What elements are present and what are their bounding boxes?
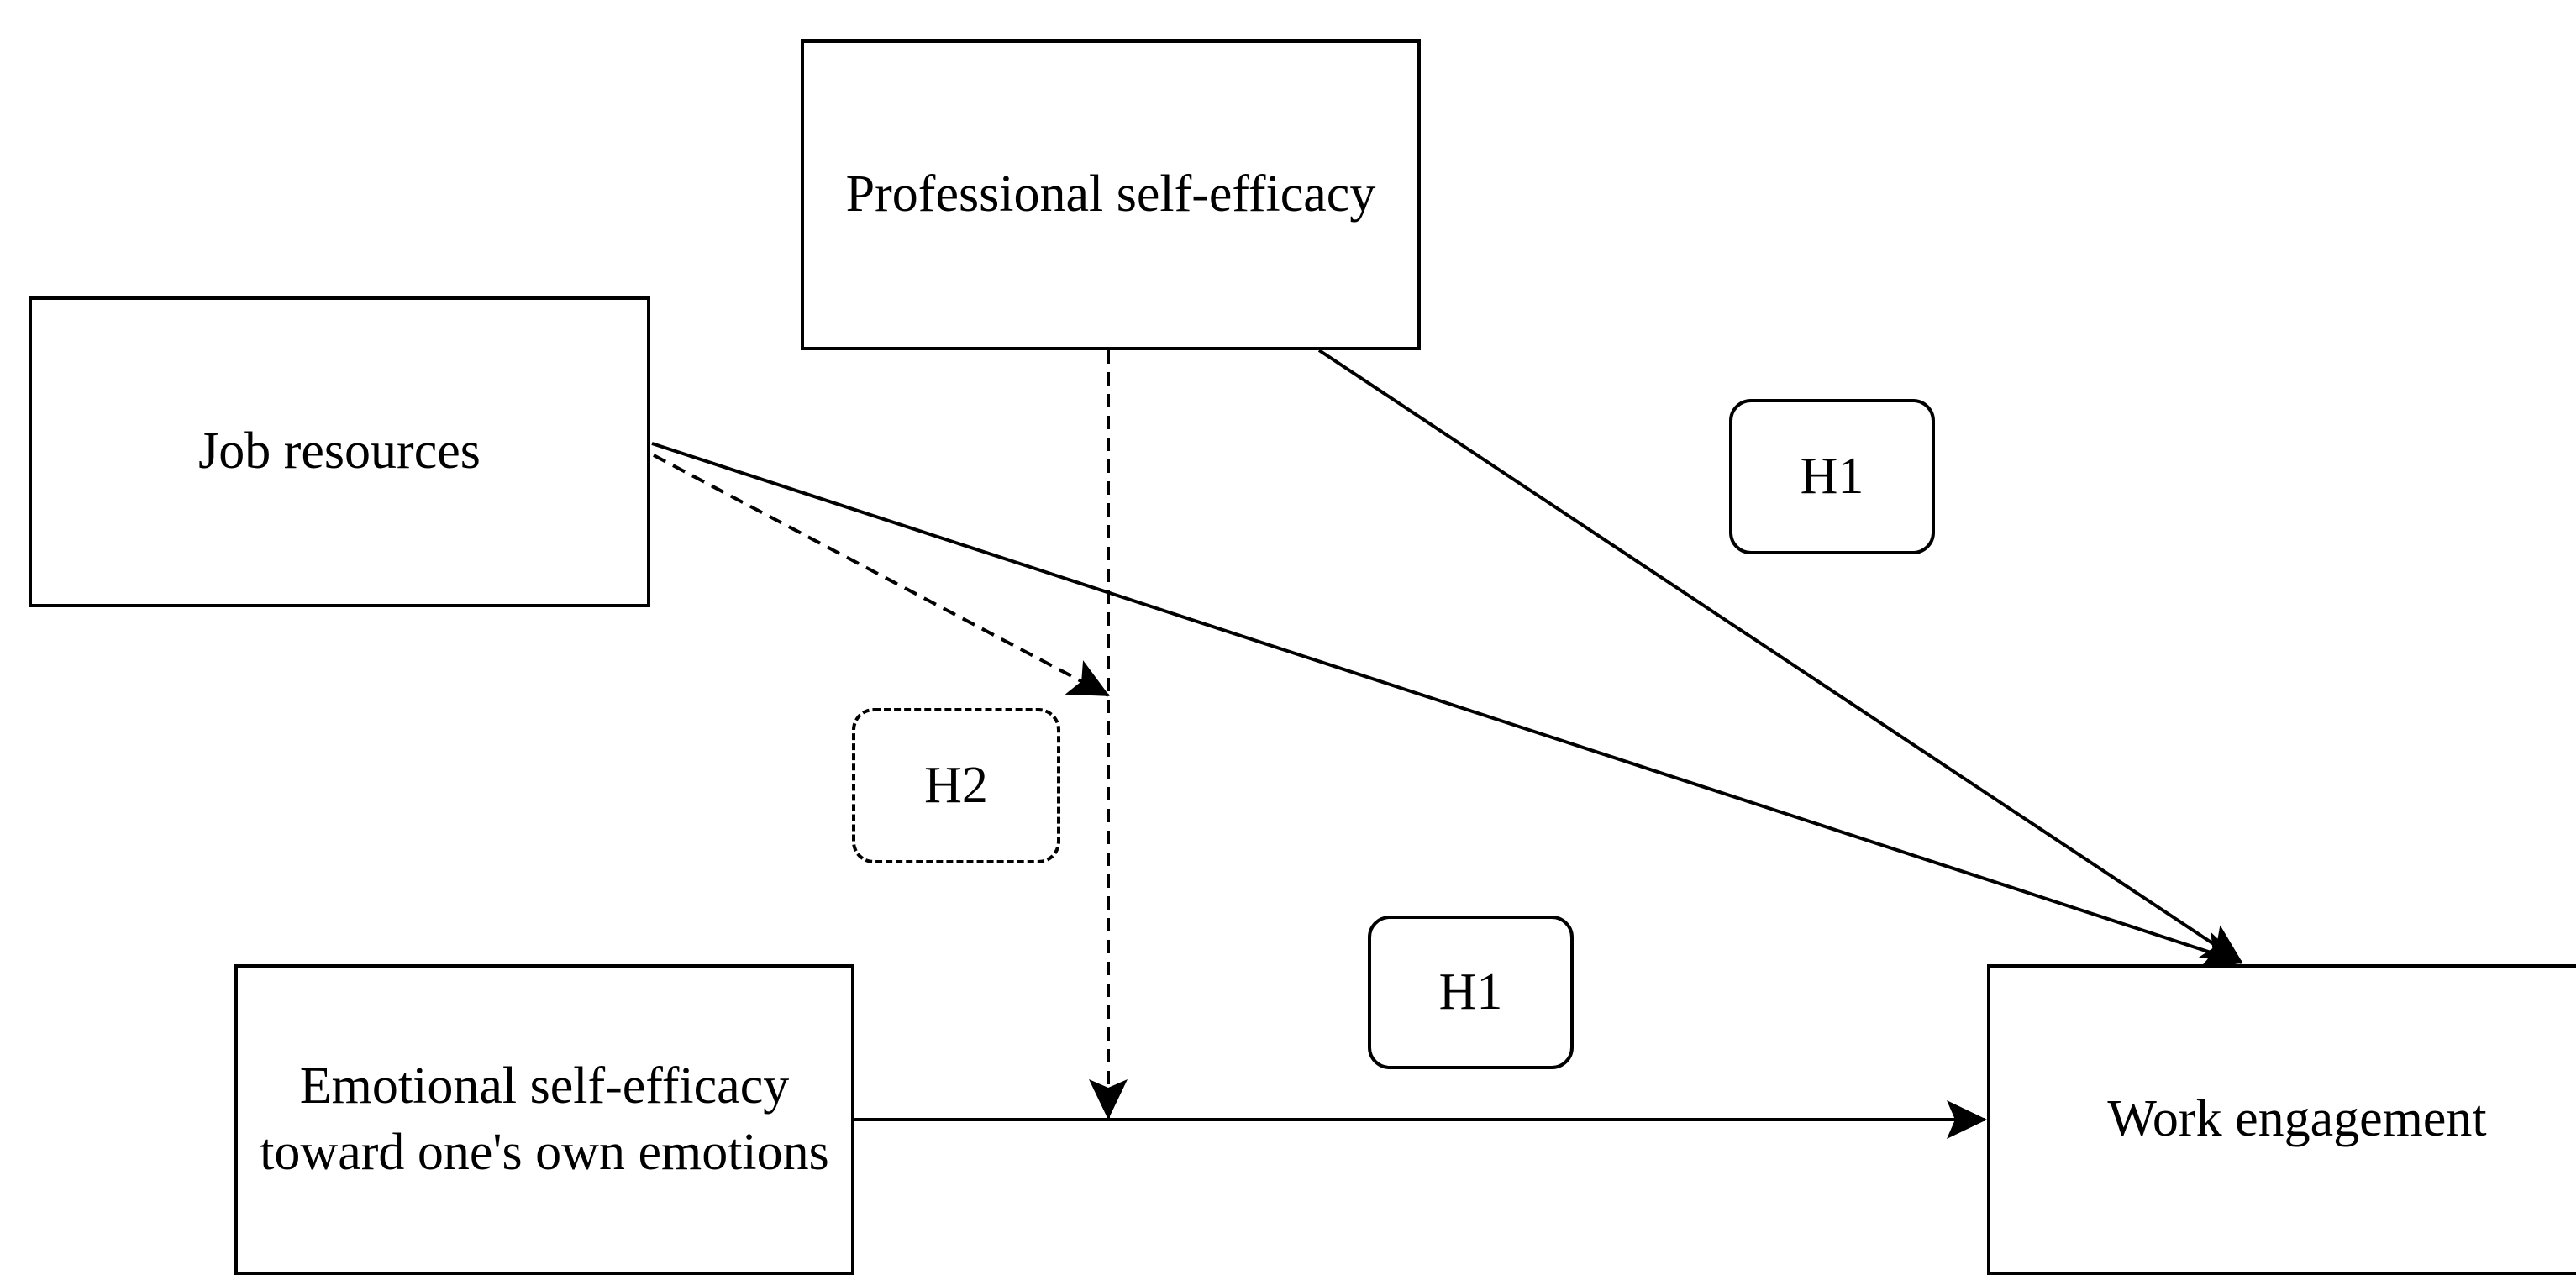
hypothesis-h1-badge-top: H1: [1729, 399, 1935, 554]
edge-job-to-moderation: [653, 454, 1110, 697]
professional-self-efficacy-box: Professional self-efficacy: [801, 39, 1421, 350]
professional-self-efficacy-label: Professional self-efficacy: [845, 165, 1376, 223]
edge-job-to-work: [651, 442, 2243, 969]
hypothesis-h1-label-bottom: H1: [1438, 963, 1503, 1021]
hypothesis-h1-label-top: H1: [1800, 448, 1864, 505]
work-engagement-box: Work engagement: [1987, 964, 2576, 1275]
work-engagement-label: Work engagement: [2107, 1090, 2487, 1148]
hypothesis-h1-badge-bottom: H1: [1368, 916, 1574, 1069]
hypothesis-h2-label: H2: [924, 757, 988, 814]
edge-professional-to-work: [1317, 349, 2243, 964]
emotional-self-efficacy-label: Emotional self-efficacy toward one's own…: [260, 1057, 829, 1181]
emotional-self-efficacy-box: Emotional self-efficacy toward one's own…: [234, 964, 854, 1275]
job-resources-box: Job resources: [29, 296, 650, 607]
job-resources-label: Job resources: [198, 422, 481, 480]
hypothesis-h2-badge: H2: [852, 708, 1060, 863]
